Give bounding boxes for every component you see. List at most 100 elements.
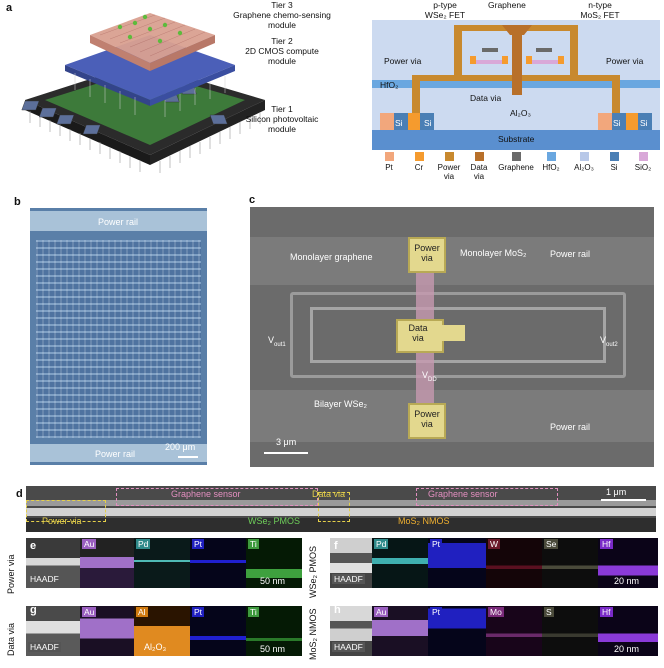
data-via-word2: via [412, 333, 424, 343]
graphene-sensor-box-1 [116, 488, 318, 506]
cross-section-diagram [372, 20, 660, 150]
mos2-nmos-label: MoS₂ NMOS [398, 516, 450, 526]
tile-haadf-f: HAADF [330, 538, 372, 588]
side-label-f: WSe₂ PMOS [308, 545, 318, 598]
tile-label: HAADF [332, 642, 365, 652]
vout2-subscript: out2 [606, 341, 618, 348]
tile-au-e: Au [80, 538, 134, 588]
tile-label: Pt [192, 607, 205, 617]
legend-swatch [579, 152, 589, 161]
stem-layer-bright [26, 500, 656, 506]
power-via-bottom-label: Power via [414, 409, 440, 429]
wse2-pmos-label: WSe₂ PMOS [248, 516, 301, 526]
legend-label: Power via [437, 163, 461, 181]
al2o3-label: Al₂O₃ [510, 108, 531, 118]
legend-item: Pt [374, 152, 404, 172]
substrate-label: Substrate [498, 134, 535, 144]
legend-swatch [546, 152, 556, 161]
data-via-label-d: Data via [312, 489, 346, 499]
data-via-label-c: Data via [404, 323, 432, 343]
scale-label-g: 50 nm [260, 644, 286, 654]
circuit-outline [290, 292, 626, 378]
tile-pd-e: Pd [134, 538, 190, 588]
legend-label: HfO₂ [542, 163, 560, 172]
stem-layer-dark [26, 518, 656, 532]
legend-item: Si [599, 152, 629, 172]
ptype-line2: WSe₂ FET [424, 10, 466, 20]
legend-item: SiO₂ [628, 152, 658, 172]
tier1-title: Tier 1 [271, 104, 293, 114]
legend-item: HfO₂ [536, 152, 566, 172]
tier2-caption: Tier 2 2D CMOS compute module [222, 36, 342, 66]
vout2-symbol: V [600, 335, 607, 345]
vout1-subscript: out1 [274, 341, 286, 348]
panel-label-h: h [334, 604, 341, 616]
monolayer-mos2-label: Monolayer MoS₂ [460, 248, 527, 258]
scale-label-e: 50 nm [260, 576, 286, 586]
power-via-bottom-pad [408, 403, 446, 439]
scale-bar-c [264, 452, 308, 454]
power-via-right-label: Power via [606, 56, 644, 66]
tile-w-f: W [486, 538, 542, 588]
tile-pt-g: Pt [190, 606, 246, 656]
cell-array [36, 240, 201, 438]
tier3-title: Tier 3 [271, 0, 293, 10]
scale-bar-label-d: 1 μm [606, 487, 627, 497]
power-via-top-pad [408, 237, 446, 273]
vdd-label: VDD [422, 370, 437, 383]
tier1-name: Silicon photovoltaic [245, 114, 319, 124]
panel-label-a: a [6, 2, 13, 14]
tier-stack-illustration [21, 13, 265, 173]
tile-pt-e: Pt [190, 538, 246, 588]
power-via-bottom-word2: via [421, 419, 433, 429]
data-via-label: Data via [470, 93, 502, 103]
tier3-caption: Tier 3 Graphene chemo-sensing module [222, 0, 342, 30]
ntype-line1: n-type [588, 0, 612, 10]
tile-au-g: Au [80, 606, 134, 656]
scale-bar-label-c: 3 μm [276, 437, 297, 447]
tier2-module: module [268, 56, 296, 66]
power-via-top-word1: Power [414, 243, 440, 253]
circuit-inner [310, 307, 606, 363]
power-via-box [26, 500, 106, 522]
power-rail-top-strip [250, 237, 654, 285]
legend-item: Data via [464, 152, 494, 181]
ntype-fet-label: n-type MoS₂ FET [570, 0, 630, 20]
tile-label: W [488, 539, 501, 549]
legend-swatch [511, 152, 521, 161]
panel-label-d: d [16, 488, 23, 500]
si-label-1: Si [395, 118, 403, 128]
tile-pt-h: Pt [428, 606, 486, 656]
si-label-3: Si [613, 118, 621, 128]
side-label-g: Data via [6, 622, 16, 656]
tile-label: Pd [136, 539, 151, 549]
scale-label-h: 20 nm [614, 644, 640, 654]
power-rail-top-label-c: Power rail [550, 249, 591, 259]
tile-label: Se [544, 539, 559, 549]
vout1-symbol: V [268, 335, 275, 345]
legend-label: Al₂O₃ [574, 163, 594, 172]
tier2-title: Tier 2 [271, 36, 293, 46]
legend-item: Power via [434, 152, 464, 181]
legend-swatch [444, 152, 454, 161]
legend-item: Al₂O₃ [569, 152, 599, 172]
power-rail-bottom-label: Power rail [95, 449, 136, 459]
legend-label: Data via [470, 163, 488, 181]
tile-label: Pd [374, 539, 389, 549]
tile-label: Au [82, 607, 97, 617]
graphene-top-label: Graphene [488, 0, 526, 10]
tile-label: S [544, 607, 554, 617]
tier1-caption: Tier 1 Silicon photovoltaic module [222, 104, 342, 134]
power-via-left-label: Power via [384, 56, 422, 66]
tile-label: Al [136, 607, 148, 617]
tile-label: HAADF [28, 574, 61, 584]
tile-mo-h: Mo [486, 606, 542, 656]
